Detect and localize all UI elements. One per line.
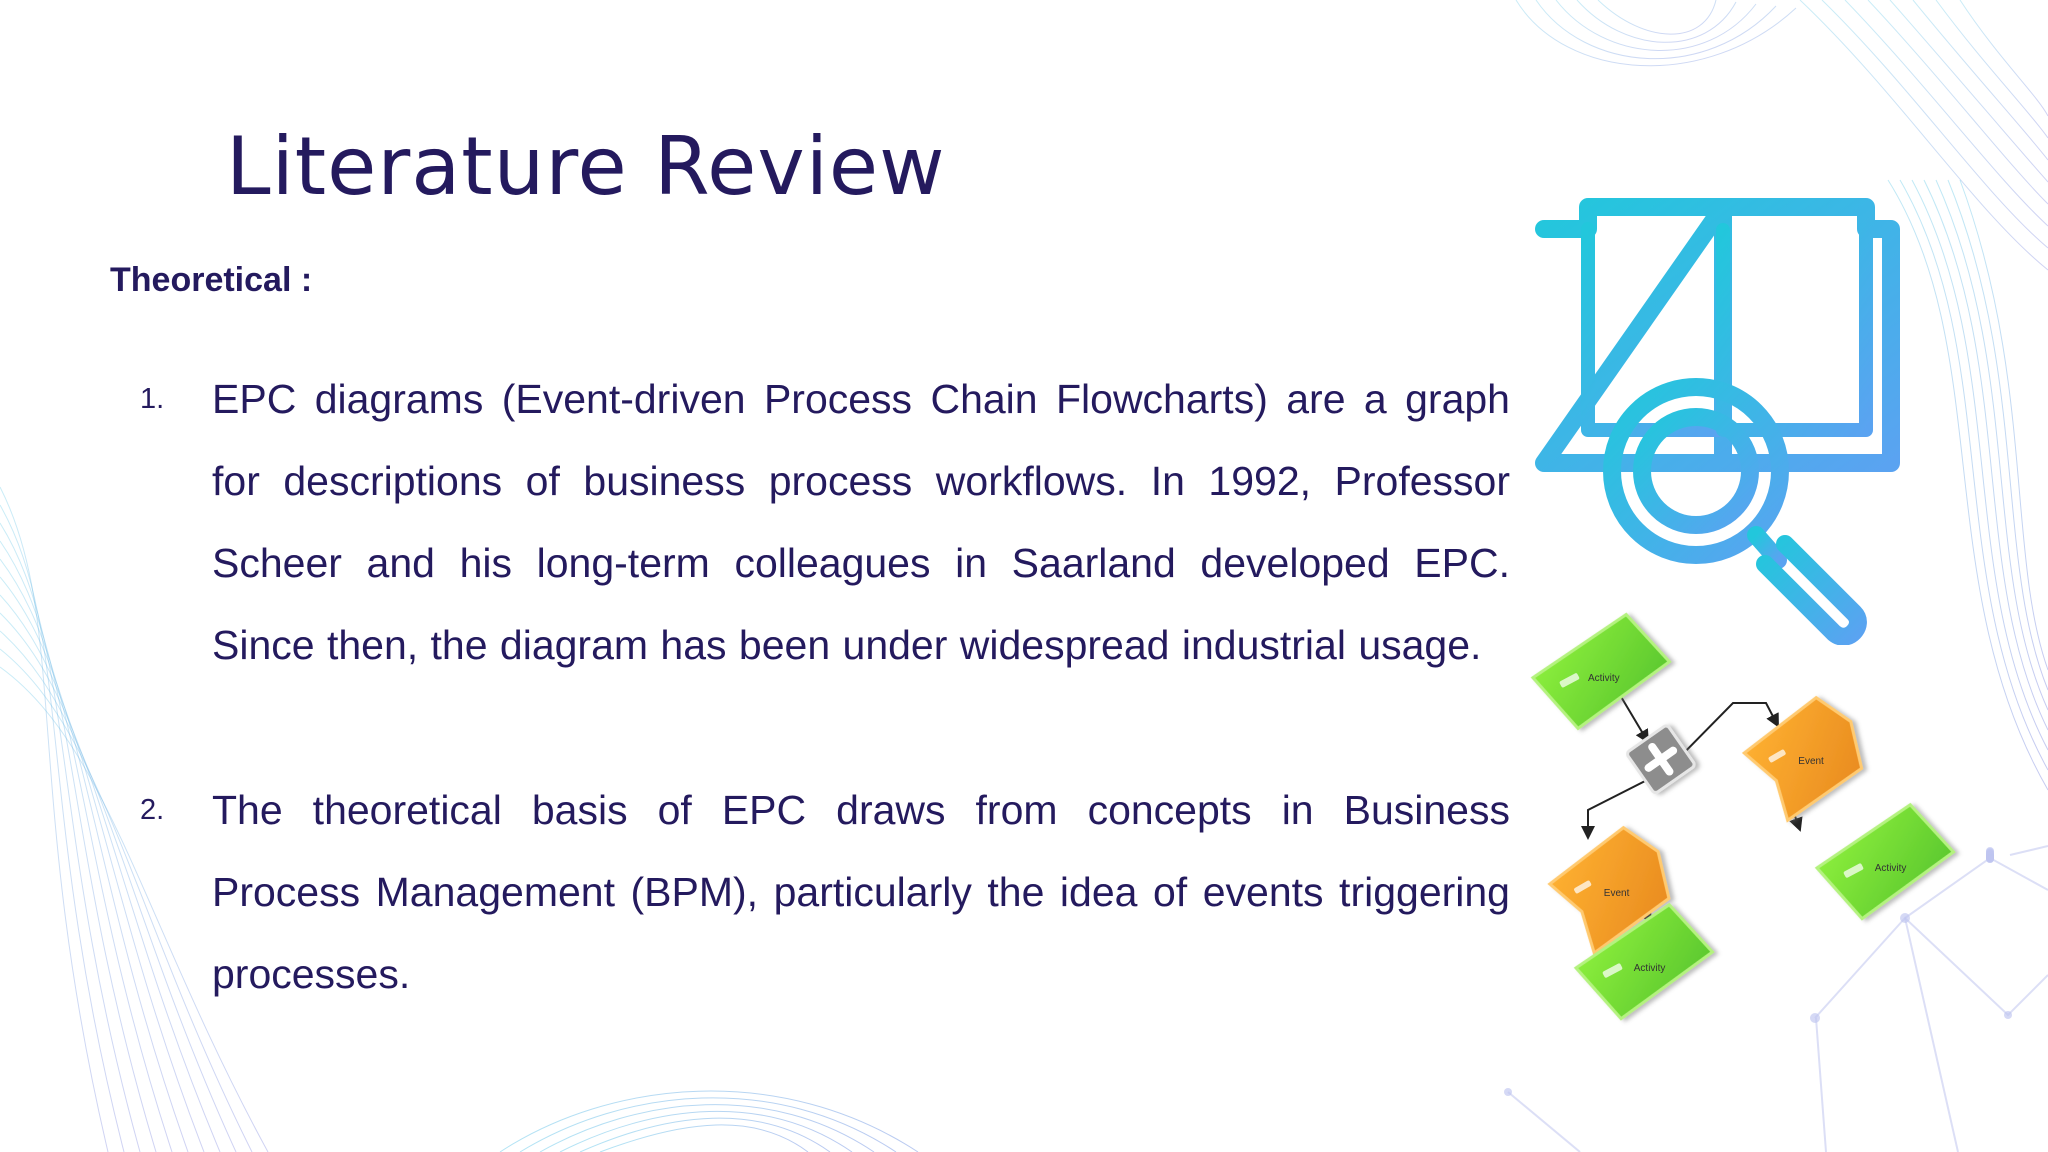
diagram-node-label: Event	[1604, 888, 1630, 899]
slide-title: Literature Review	[226, 120, 946, 213]
section-subtitle: Theoretical :	[110, 261, 313, 299]
diagram-node-label: Event	[1798, 756, 1824, 767]
diagram-node-event-left: Event	[1547, 825, 1671, 956]
list-item-text: The theoretical basis of EPC draws from …	[212, 787, 1510, 997]
diagram-node-activity-top: Activity	[1530, 612, 1672, 731]
top-right-wave-lines	[1515, 0, 2048, 271]
bottom-wave-lines	[499, 1090, 919, 1152]
diagram-node-activity-bottom: Activity	[1573, 902, 1715, 1021]
list-item-text: EPC diagrams (Event-driven Process Chain…	[212, 376, 1510, 668]
list-item-number: 1.	[140, 383, 165, 415]
epc-flowchart-illustration: Activity Event Event Activity Activity	[1530, 612, 1956, 1021]
list-item-number: 2.	[140, 794, 165, 826]
diagram-node-event-right: Event	[1741, 695, 1864, 823]
left-side-wave-lines	[0, 486, 269, 1152]
diagram-node-label: Activity	[1588, 673, 1620, 684]
book-magnifier-icon	[1535, 198, 1900, 645]
diagram-node-activity-right: Activity	[1814, 802, 1956, 921]
diagram-gateway-plus	[1626, 724, 1696, 795]
network-dots	[1504, 847, 2012, 1096]
diagram-node-label: Activity	[1634, 963, 1666, 974]
right-side-wave-lines	[1887, 179, 2048, 791]
diagram-node-label: Activity	[1875, 863, 1907, 874]
